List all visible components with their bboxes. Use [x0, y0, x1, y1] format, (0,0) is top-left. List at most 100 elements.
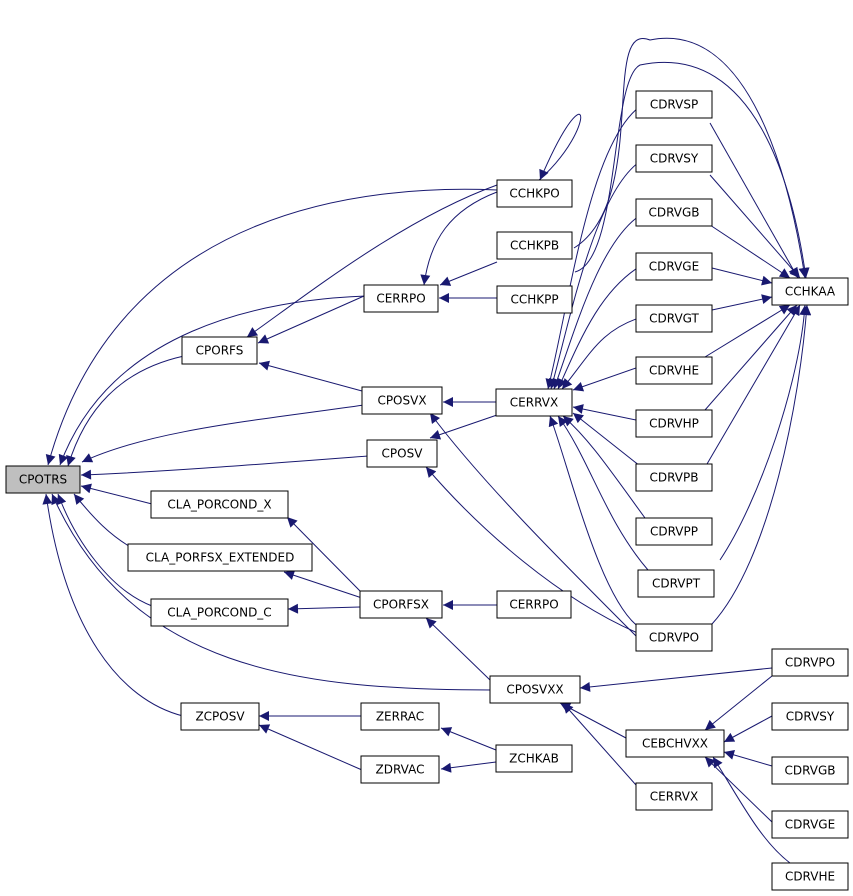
node-cdrvpo-mid[interactable]: CDRVPO	[635, 623, 713, 652]
node-box	[496, 285, 573, 314]
node-box	[635, 144, 713, 173]
node-box	[496, 179, 573, 208]
node-cdrvsy-right[interactable]: CDRVSY	[771, 702, 849, 731]
call-edge	[572, 367, 637, 392]
node-cdrvhp[interactable]: CDRVHP	[635, 409, 713, 438]
node-label: CLA_PORFSX_EXTENDED	[146, 551, 295, 565]
call-edge	[81, 404, 365, 463]
call-edge	[552, 213, 643, 390]
node-label: CDRVPP	[650, 525, 698, 539]
node-label: CDRVHE	[649, 364, 699, 378]
node-cdrvge[interactable]: CDRVGE	[635, 252, 713, 281]
node-cla-porcond-x[interactable]: CLA_PORCOND_X	[150, 490, 289, 519]
call-edge	[548, 159, 643, 390]
node-cporfsx[interactable]: CPORFSX	[359, 590, 443, 619]
node-zcposv[interactable]: ZCPOSV	[180, 702, 260, 731]
node-label: CPOTRS	[19, 473, 67, 487]
node-box	[635, 517, 713, 546]
node-label: CERRVX	[510, 396, 558, 410]
node-zerrac[interactable]: ZERRAC	[360, 702, 440, 731]
node-box	[496, 231, 573, 260]
call-edge	[45, 188, 498, 466]
node-box	[635, 90, 713, 119]
call-edge	[440, 727, 497, 751]
node-cdrvpp[interactable]: CDRVPP	[635, 517, 713, 546]
call-edge	[286, 516, 363, 594]
node-cebchvxx[interactable]: CEBCHVXX	[625, 729, 725, 758]
call-edge	[723, 715, 773, 743]
call-edge	[51, 493, 493, 691]
node-cerrvx-mid[interactable]: CERRVX	[495, 388, 573, 417]
node-cpotrs[interactable]: CPOTRS	[5, 465, 81, 494]
node-label: CCHKPP	[510, 293, 558, 307]
node-box	[495, 744, 573, 773]
node-zchkab[interactable]: ZCHKAB	[495, 744, 573, 773]
call-edge	[80, 483, 153, 505]
node-box	[5, 465, 81, 494]
node-label: CPORFSX	[373, 598, 429, 612]
node-box	[635, 252, 713, 281]
node-box	[150, 490, 289, 519]
call-edge	[246, 184, 498, 338]
node-cdrvsy[interactable]: CDRVSY	[635, 144, 713, 173]
node-cposvxx[interactable]: CPOSVXX	[489, 675, 581, 704]
node-label: CPOSVXX	[506, 683, 563, 697]
node-label: CDRVGB	[784, 764, 835, 778]
node-cdrvgb-right[interactable]: CDRVGB	[771, 756, 849, 785]
node-cposv[interactable]: CPOSV	[366, 439, 438, 468]
node-cchkpo[interactable]: CCHKPO	[496, 179, 573, 208]
call-edge	[283, 570, 363, 599]
node-cdrvpo-right[interactable]: CDRVPO	[771, 648, 849, 677]
node-label: CLA_PORCOND_C	[167, 606, 271, 620]
call-edge	[425, 617, 491, 681]
node-cchkpb[interactable]: CCHKPB	[496, 231, 573, 260]
node-cerrpo-bottom[interactable]: CERRPO	[496, 590, 572, 619]
call-edge	[709, 174, 801, 279]
call-edge	[719, 304, 810, 561]
call-edge	[572, 412, 641, 467]
call-edge	[562, 702, 637, 786]
node-box	[359, 590, 443, 619]
node-box	[635, 356, 713, 385]
node-cdrvge-right[interactable]: CDRVGE	[771, 810, 849, 839]
node-label: CDRVPT	[652, 577, 701, 591]
node-zdrvac[interactable]: ZDRVAC	[360, 755, 440, 784]
node-cdrvhe[interactable]: CDRVHE	[635, 356, 713, 385]
node-box	[360, 755, 440, 784]
node-cdrvsp[interactable]: CDRVSP	[635, 90, 713, 119]
node-box	[635, 409, 713, 438]
node-box	[127, 543, 313, 572]
node-cchkaa[interactable]: CCHKAA	[771, 277, 849, 306]
node-box	[771, 702, 849, 731]
call-edge	[704, 304, 798, 411]
call-edge	[439, 261, 498, 286]
node-cdrvgt[interactable]: CDRVGT	[635, 304, 713, 333]
node-cla-porfsx-extended[interactable]: CLA_PORFSX_EXTENDED	[127, 543, 313, 572]
node-cerrvx-bottom[interactable]: CERRVX	[635, 782, 713, 811]
node-box	[771, 862, 849, 891]
node-label: ZERRAC	[376, 710, 424, 724]
call-edge	[429, 414, 498, 440]
call-edge	[723, 750, 773, 767]
call-edge	[704, 756, 773, 823]
node-box	[771, 756, 849, 785]
node-cdrvpb[interactable]: CDRVPB	[635, 463, 713, 492]
node-label: CDRVSY	[786, 710, 835, 724]
node-cposvx[interactable]: CPOSVX	[361, 386, 443, 415]
node-cdrvgb[interactable]: CDRVGB	[635, 198, 713, 227]
call-edge	[258, 724, 363, 771]
node-label: CDRVGE	[649, 260, 699, 274]
node-box	[771, 810, 849, 839]
node-cporfs[interactable]: CPORFS	[181, 336, 258, 365]
node-cla-porcond-c[interactable]: CLA_PORCOND_C	[150, 598, 289, 627]
node-cchkpp[interactable]: CCHKPP	[496, 285, 573, 314]
node-box	[181, 336, 258, 365]
node-cdrvhe-right[interactable]: CDRVHE	[771, 862, 849, 891]
call-edge	[572, 404, 637, 421]
node-cdrvpt[interactable]: CDRVPT	[637, 569, 715, 598]
call-edge	[258, 360, 363, 392]
node-cerrpo-top[interactable]: CERRPO	[363, 284, 439, 313]
call-edge	[425, 466, 641, 635]
call-edge	[56, 493, 153, 607]
